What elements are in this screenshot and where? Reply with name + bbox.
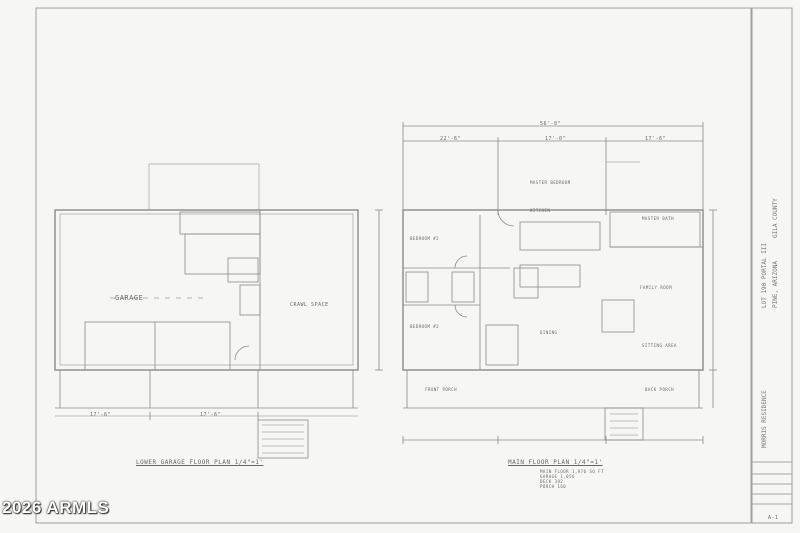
- title-block: LOT 190 PORTAL III PINE, ARIZONA GILA CO…: [752, 8, 792, 523]
- main-floor-plan: [375, 122, 717, 444]
- title-location: PINE, ARIZONA: [772, 261, 779, 308]
- room-bedroom3: BEDROOM #3: [410, 324, 440, 329]
- sheet-number: A-1: [768, 515, 779, 521]
- sq-ft-note: GARAGE 1,056: [540, 474, 575, 479]
- title-owner: MORRIS RESIDENCE: [761, 390, 768, 448]
- front-porch-label: FRONT PORCH: [425, 387, 457, 392]
- lower-garage-plan: [54, 163, 359, 459]
- room-master-bed: MASTER BEDROOM: [530, 180, 571, 185]
- sq-ft-notes: MAIN FLOOR 1,976 SQ FT GARAGE 1,056 DECK…: [540, 469, 604, 489]
- sheet-border: [35, 7, 752, 524]
- room-dining: DINING: [540, 330, 558, 335]
- dim-left: 22'-6": [440, 136, 462, 142]
- room-kitchen: KITCHEN: [530, 208, 551, 213]
- garage-label: GARAGE: [115, 294, 144, 302]
- dim-right: 17'-6": [645, 136, 667, 142]
- title-block-frame: [751, 7, 793, 524]
- room-sitting: SITTING AREA: [642, 343, 677, 348]
- title-lot: LOT 190 PORTAL III: [761, 242, 768, 308]
- sq-ft-note: PORCH 160: [540, 484, 567, 489]
- room-master-bath: MASTER BATH: [642, 216, 674, 221]
- garage-dim-right: 17'-6": [200, 412, 222, 418]
- watermark: 2026 ARMLS: [2, 498, 110, 517]
- sq-ft-note: MAIN FLOOR 1,976 SQ FT: [540, 469, 604, 474]
- main-plan-title: MAIN FLOOR PLAN 1/4"=1': [508, 459, 603, 466]
- crawl-space-label: CRAWL SPACE: [290, 302, 329, 308]
- back-porch-label: BACK PORCH: [645, 387, 675, 392]
- garage-dim-left: 17'-6": [90, 412, 112, 418]
- lower-plan-title: LOWER GARAGE FLOOR PLAN 1/4"=1': [136, 459, 264, 466]
- room-bedroom2: BEDROOM #2: [410, 236, 440, 241]
- dim-mid: 17'-0": [545, 136, 567, 142]
- title-county: GILA COUNTY: [772, 198, 779, 238]
- overall-width-dim: 56'-0": [540, 121, 562, 127]
- sq-ft-note: DECK 392: [540, 479, 564, 484]
- room-family: FAMILY ROOM: [640, 285, 672, 290]
